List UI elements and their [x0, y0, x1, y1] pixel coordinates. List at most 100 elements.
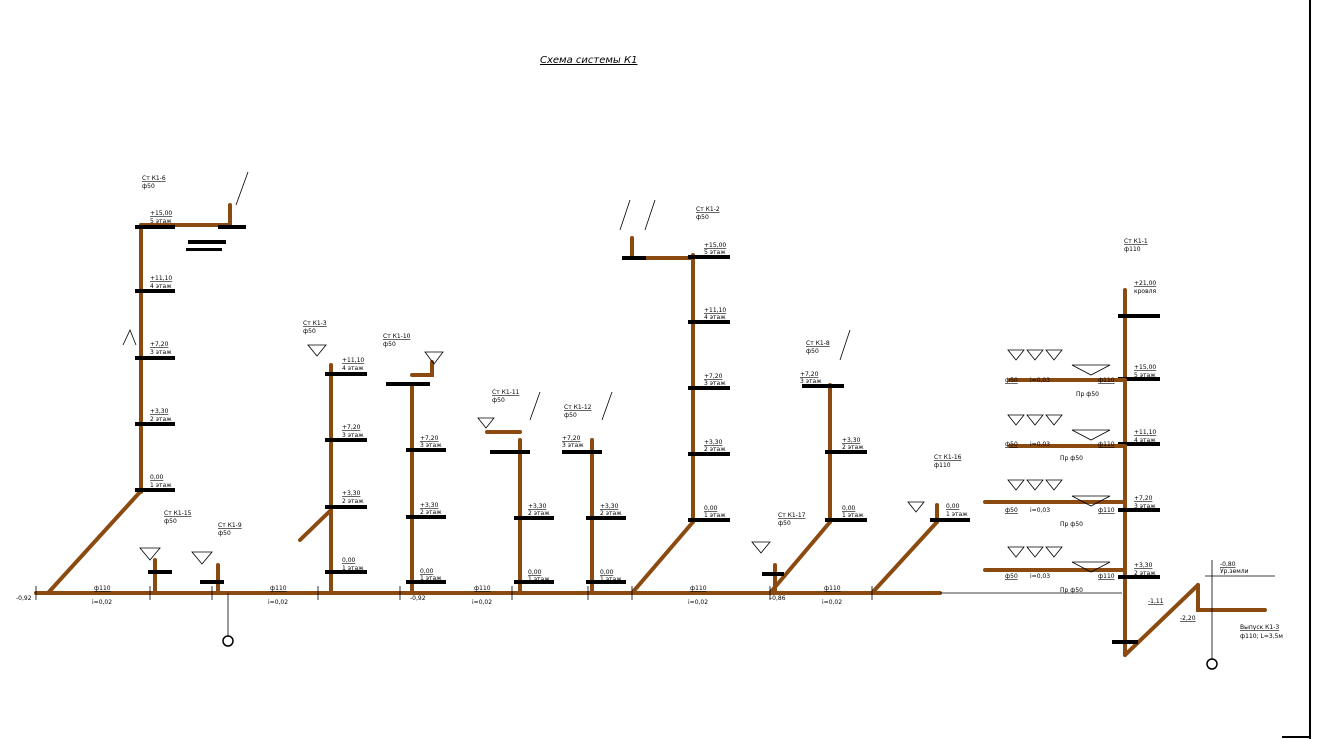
level-value: 0,00 — [150, 474, 164, 481]
cleanout-label: Пр ф50 — [1060, 455, 1083, 462]
slope-label: i=0,02 — [822, 599, 842, 606]
level-value: +7,20 — [704, 373, 723, 380]
floor-label: 1 этаж — [600, 576, 622, 583]
level-value: +7,20 — [800, 371, 819, 378]
riser-dia: ф50 — [383, 341, 396, 348]
riser-name: Ст К1-15 — [164, 510, 192, 517]
branch-dia-large: ф110 — [1098, 441, 1115, 448]
riser-name: Ст К1-11 — [492, 389, 520, 396]
slope-label: i=0,02 — [92, 599, 112, 606]
riser-k1-3: Ст К1-3 ф50 +11,10 4 этаж +7,20 3 этаж +… — [298, 320, 367, 595]
level-value: +7,20 — [420, 435, 439, 442]
level-value: +3,30 — [528, 503, 547, 510]
slope-label: i=0,02 — [688, 599, 708, 606]
riser-dia: ф50 — [778, 520, 791, 527]
riser-dia: ф110 — [1124, 246, 1141, 253]
riser-k1-16: Ст К1-16 ф110 0,00 1 этаж — [907, 454, 970, 524]
branch-slope: i=0,03 — [1030, 573, 1050, 580]
riser-name: Ст К1-6 — [142, 175, 166, 182]
level-value: +3,30 — [420, 502, 439, 509]
floor-label: 3 этаж — [1134, 503, 1156, 510]
floor-label: 1 этаж — [946, 511, 968, 518]
mid-level-label: -0,86 — [770, 595, 786, 602]
branch-dia: ф50 — [1005, 507, 1018, 514]
riser-name: Ст К1-1 — [1124, 238, 1148, 245]
riser-dia: ф110 — [934, 462, 951, 469]
floor-label: 2 этаж — [528, 510, 550, 517]
riser-name: Ст К1-12 — [564, 404, 592, 411]
branch-dia: ф50 — [1005, 377, 1018, 384]
level-value: +11,10 — [704, 307, 726, 314]
riser-dia: ф50 — [142, 183, 155, 190]
riser-k1-17: Ст К1-17 ф50 — [751, 512, 806, 595]
cleanout-label: Пр ф50 — [1076, 391, 1099, 398]
floor-label: 2 этаж — [1134, 570, 1156, 577]
floor-label: 3 этаж — [562, 442, 584, 449]
riser-name: Ст К1-3 — [303, 320, 327, 327]
floor-label: 1 этаж — [704, 512, 726, 519]
branch-slope: i=0,03 — [1030, 377, 1050, 384]
pipe-dia-label: ф110 — [270, 585, 287, 592]
floor-label: 2 этаж — [420, 509, 442, 516]
riser-dia: ф50 — [564, 412, 577, 419]
level-value: +11,10 — [1134, 429, 1156, 436]
riser-name: Ст К1-8 — [806, 340, 830, 347]
floor-label: 3 этаж — [150, 349, 172, 356]
floor-label: 4 этаж — [150, 283, 172, 290]
cleanout-label: Пр ф50 — [1060, 587, 1083, 594]
floor-label: 1 этаж — [842, 512, 864, 519]
riser-name: Ст К1-17 — [778, 512, 806, 519]
level-value: 0,00 — [600, 569, 614, 576]
level-value: +7,20 — [150, 341, 169, 348]
level-value: +15,00 — [704, 242, 726, 249]
riser-k1-6: Ст К1-6 ф50 +15,00 5 этаж +11,10 4 этаж … — [122, 171, 249, 494]
level-value: +15,00 — [150, 210, 172, 217]
level-value: +7,20 — [1134, 495, 1153, 502]
branch-slope: i=0,03 — [1030, 507, 1050, 514]
pipe-dia-label: ф110 — [474, 585, 491, 592]
floor-label: 4 этаж — [1134, 437, 1156, 444]
level-value: 0,00 — [528, 569, 542, 576]
riser-dia: ф50 — [492, 397, 505, 404]
pipe-dia-label: ф110 — [690, 585, 707, 592]
floor-label: 2 этаж — [704, 446, 726, 453]
riser-k1-10: Ст К1-10 ф50 +7,20 3 этаж +3,30 2 этаж 0… — [383, 333, 446, 595]
branch-slope: i=0,03 — [1030, 441, 1050, 448]
level-value: 0,00 — [842, 505, 856, 512]
level-value: +11,10 — [342, 357, 364, 364]
slope-label: i=0,02 — [472, 599, 492, 606]
level-value: +21,00 — [1134, 280, 1156, 287]
level-value: +7,20 — [342, 424, 361, 431]
riser-dia: ф50 — [164, 518, 177, 525]
level-value: 0,00 — [420, 568, 434, 575]
riser-dia: ф50 — [218, 530, 231, 537]
level-value: 0,00 — [704, 505, 718, 512]
floor-label: 2 этаж — [342, 498, 364, 505]
outlet-spec: ф110; L=3,5м — [1240, 633, 1283, 640]
pipe-dia-label: ф110 — [94, 585, 111, 592]
riser-k1-8: Ст К1-8 ф50 +7,20 3 этаж +3,30 2 этаж 0,… — [800, 329, 867, 524]
floor-label: 2 этаж — [150, 416, 172, 423]
riser-name: Ст К1-16 — [934, 454, 962, 461]
collector-labels: -0,92 ф110 i=0,02 ф110 i=0,02 ф110 i=0,0… — [16, 585, 842, 606]
main-collector — [34, 490, 1267, 670]
floor-label: 5 этаж — [150, 218, 172, 225]
floor-label: 5 этаж — [704, 249, 726, 256]
floor-label: 1 этаж — [342, 565, 364, 572]
level-value: +3,30 — [150, 408, 169, 415]
level-value: +11,10 — [150, 275, 172, 282]
level-value: +7,20 — [562, 435, 581, 442]
floor-label: 4 этаж — [704, 314, 726, 321]
diagram-title: Схема системы К1 — [540, 55, 637, 66]
riser-k1-9: Ст К1-9 ф50 — [191, 522, 242, 595]
ground-level: -0,80 — [1220, 561, 1236, 568]
floor-label: 1 этаж — [150, 482, 172, 489]
branch-dia: ф50 — [1005, 573, 1018, 580]
slope-label: i=0,02 — [268, 599, 288, 606]
riser-k1-2: Ст К1-2 ф50 +15,00 5 этаж +11,10 4 этаж … — [619, 199, 730, 524]
level-value: +3,30 — [342, 490, 361, 497]
riser-name: Ст К1-9 — [218, 522, 242, 529]
ground-text: Ур.земли — [1220, 568, 1249, 575]
branch-dia-large: ф110 — [1098, 507, 1115, 514]
